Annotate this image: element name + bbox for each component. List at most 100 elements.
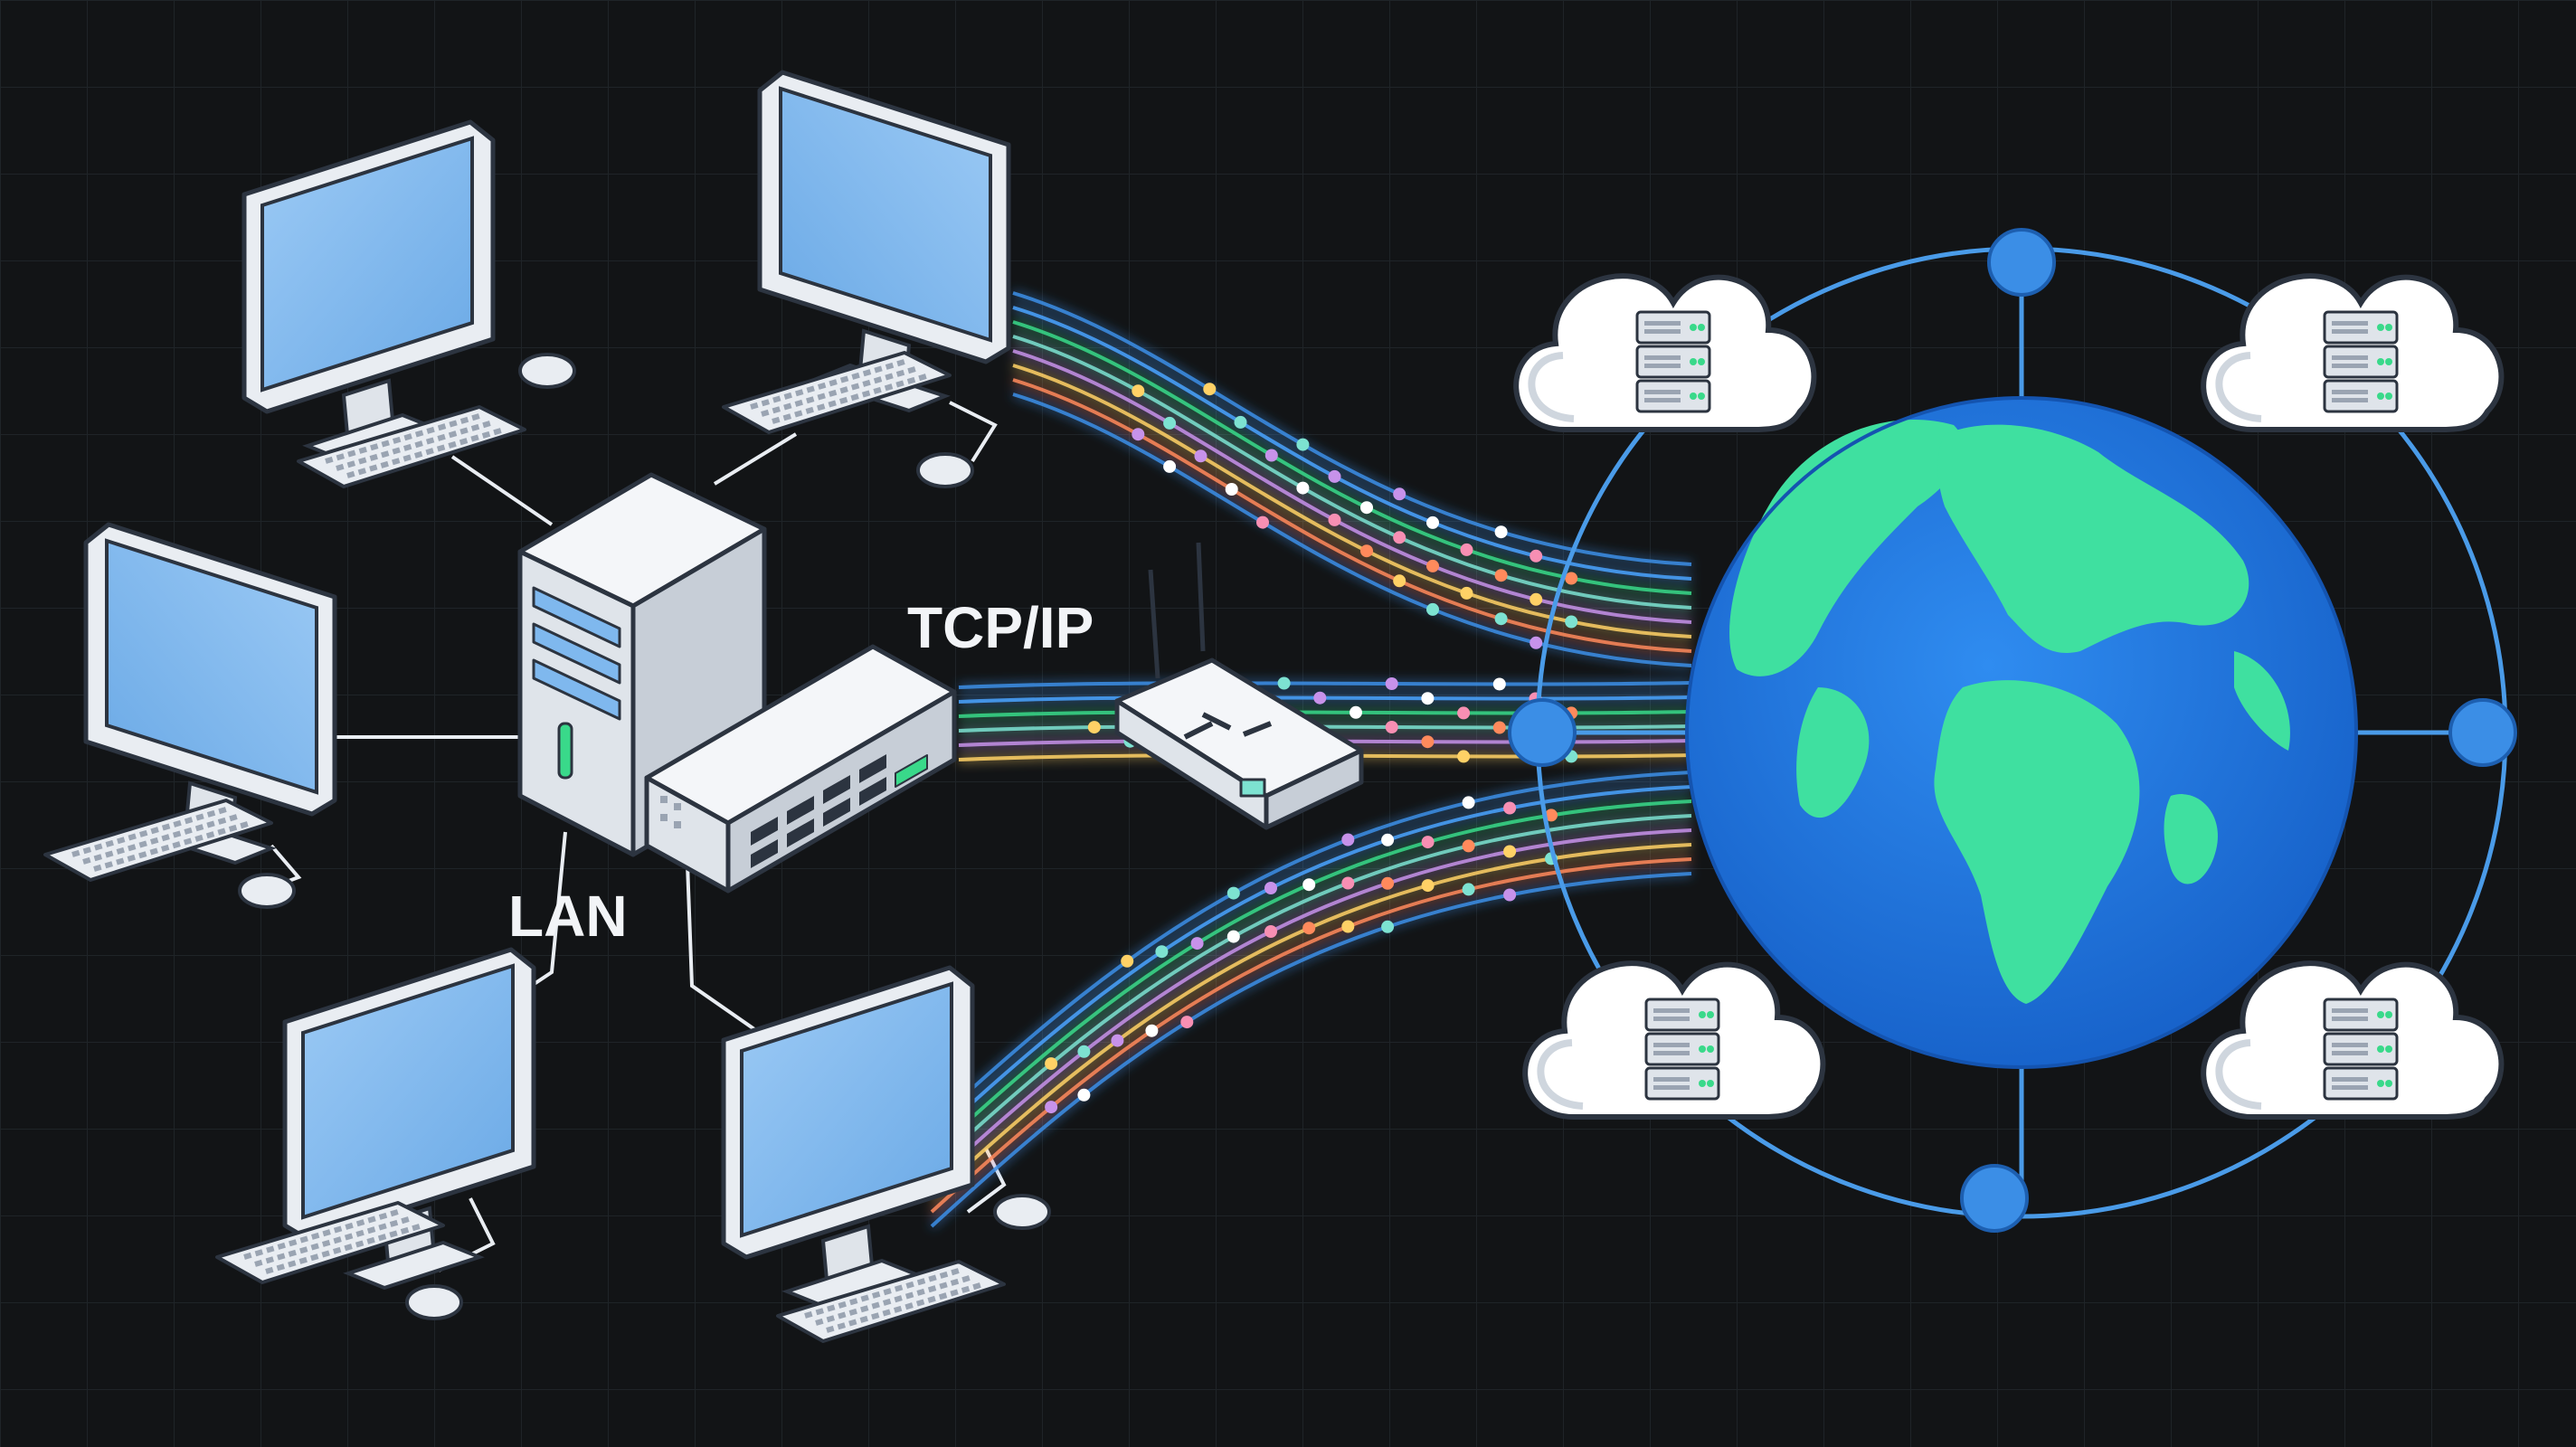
data-packet: [1492, 677, 1506, 691]
data-packet: [1163, 459, 1177, 473]
middle-stream-line: [958, 681, 1692, 689]
mouse-icon: [916, 452, 974, 488]
orbit-node-right: [2448, 698, 2517, 767]
data-packet: [1077, 1045, 1091, 1058]
data-packet: [1045, 1057, 1058, 1071]
lower-stream-line: [930, 785, 1692, 1141]
middle-stream-line: [958, 710, 1692, 718]
data-packet: [1296, 481, 1310, 495]
switch-icon: [644, 644, 957, 894]
data-packet: [1460, 586, 1473, 600]
data-packet: [1163, 416, 1177, 430]
data-packet: [1256, 515, 1269, 529]
mouse-icon: [238, 873, 296, 909]
data-packet: [1264, 925, 1277, 938]
data-packet: [1385, 721, 1398, 733]
lower-stream-line: [930, 872, 1692, 1228]
data-packet: [1421, 879, 1435, 893]
data-packet: [1530, 549, 1543, 563]
data-packet: [1341, 876, 1355, 890]
data-packet: [1393, 574, 1406, 588]
data-packet: [1381, 876, 1395, 890]
lower-stream-line: [930, 799, 1692, 1156]
data-packet: [1111, 1034, 1124, 1047]
data-packet: [1503, 801, 1517, 815]
mouse-icon: [993, 1194, 1051, 1230]
data-packet: [1494, 569, 1508, 582]
data-packet: [1264, 882, 1277, 894]
data-packet: [1190, 937, 1204, 950]
upper-stream-line: [1012, 378, 1692, 653]
data-packet: [1462, 883, 1475, 896]
data-packet: [1328, 469, 1341, 483]
data-packet: [1393, 531, 1406, 544]
data-packet: [1462, 839, 1475, 853]
data-packet: [1194, 449, 1208, 463]
lower-stream-line: [930, 828, 1692, 1185]
data-packet: [1530, 592, 1543, 606]
data-packet: [1421, 692, 1435, 705]
data-packet: [1341, 833, 1355, 846]
lower-stream-line: [930, 857, 1692, 1214]
data-packet: [1313, 691, 1327, 705]
upper-stream-line: [1012, 306, 1692, 581]
tcp-ip-label: TCP/IP: [907, 595, 1094, 660]
lower-stream-line: [930, 771, 1692, 1127]
data-packet: [1360, 544, 1373, 558]
data-packet: [1180, 1016, 1194, 1029]
data-packet: [1457, 706, 1471, 720]
lower-stream-line: [930, 814, 1692, 1170]
router-icon: [1114, 542, 1364, 830]
data-packet: [1460, 543, 1473, 556]
data-packet: [1132, 384, 1145, 398]
orbit-node-left: [1508, 698, 1577, 767]
data-packet: [1077, 1088, 1091, 1102]
upper-stream-line: [1012, 320, 1692, 595]
data-packet: [1503, 888, 1517, 902]
data-packet: [1045, 1101, 1058, 1114]
data-packet: [1426, 559, 1439, 572]
mouse-icon: [518, 353, 576, 389]
data-packet: [1277, 676, 1291, 690]
data-packet: [1462, 796, 1475, 809]
data-packet: [1203, 383, 1217, 396]
data-packet: [1565, 615, 1578, 629]
data-packet: [1225, 483, 1238, 496]
data-packet: [1234, 415, 1247, 429]
data-packet: [1421, 735, 1435, 749]
orbit-nodes: [1508, 228, 2517, 1233]
data-packet: [1565, 572, 1578, 585]
data-packet: [1545, 809, 1558, 822]
data-packets: [1045, 383, 1578, 1114]
mouse-icon: [405, 1284, 463, 1320]
data-packet: [1492, 721, 1506, 734]
data-packet: [1426, 515, 1439, 529]
data-packet: [1302, 878, 1316, 892]
data-packet: [1087, 721, 1101, 734]
data-packet: [1132, 428, 1145, 441]
orbit-node-bottom: [1960, 1164, 2029, 1233]
data-packet: [1226, 886, 1240, 900]
data-packet: [1341, 920, 1355, 933]
data-packet: [1426, 602, 1439, 616]
lower-stream-line: [930, 843, 1692, 1199]
orbit-node-top: [1987, 228, 2056, 297]
data-packet: [1494, 612, 1508, 626]
data-packet: [1385, 677, 1398, 690]
upper-stream-line: [1012, 364, 1692, 638]
data-packet: [1226, 930, 1240, 943]
upper-stream-line: [1012, 392, 1692, 667]
lan-label: LAN: [508, 884, 628, 949]
data-packet: [1302, 922, 1316, 935]
data-packet: [1328, 513, 1341, 526]
data-packet: [1503, 845, 1517, 858]
data-packet: [1296, 438, 1310, 451]
data-packet: [1264, 449, 1278, 462]
data-packet: [1121, 954, 1134, 968]
globe-icon: [1685, 396, 2358, 1069]
data-packet: [1421, 836, 1435, 849]
data-packet: [1457, 750, 1471, 763]
data-packet: [1381, 833, 1395, 846]
